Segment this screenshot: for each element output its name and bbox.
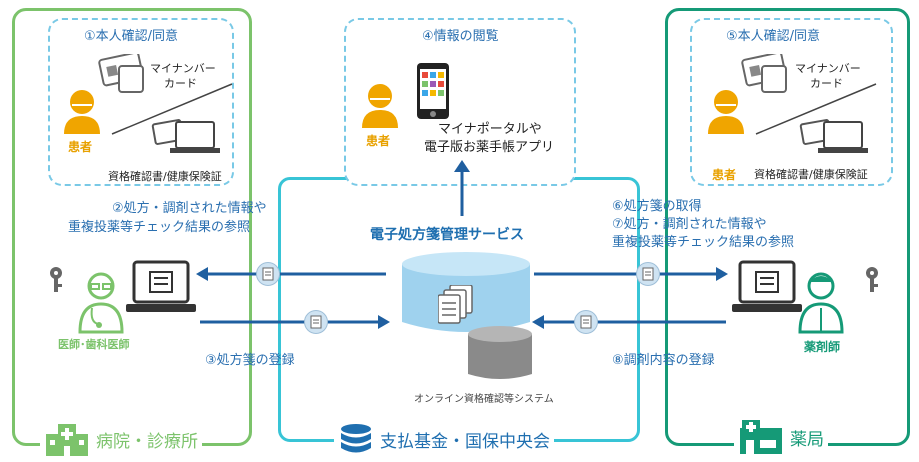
hospital-ref-line-2: 重複投薬等チェック結果の参照 — [68, 220, 251, 235]
card-label-1: マイナンバー — [150, 62, 216, 75]
document-icon — [256, 262, 280, 286]
person-icon — [362, 84, 398, 128]
pharmacy-register: ⑧調剤内容の登録 — [612, 353, 715, 368]
pharmacy-consent-title: ⑤本人確認/同意 — [726, 29, 821, 44]
card-label-1: マイナンバー — [795, 62, 861, 75]
database-icon — [402, 252, 532, 379]
pharmacist-icon — [798, 272, 844, 334]
doctor-label: 医師･歯科医師 — [58, 338, 130, 351]
hospital-consent-box: ①本人確認/同意 マイナンバー カード 患者 資格確認書/健康保険証 — [48, 18, 234, 186]
patient-label: 患者 — [68, 140, 93, 154]
laptop-icon — [799, 119, 868, 153]
patient-label: 患者 — [712, 168, 737, 182]
person-icon — [64, 90, 100, 134]
fund-name: 支払基金・国保中央会 — [380, 431, 550, 452]
pharmacy-icon — [740, 420, 782, 454]
viewer-title: ④情報の閲覧 — [422, 29, 499, 44]
doctor-icon — [78, 272, 124, 334]
document-icon — [304, 310, 328, 334]
pharmacist-label: 薬剤師 — [804, 340, 841, 354]
hospital-register: ③処方箋の登録 — [205, 353, 295, 368]
viewer-box: ④情報の閲覧 患者 マイナポータルや 電子版お薬手帳アプリ — [344, 18, 576, 186]
laptop-icon — [151, 119, 220, 153]
coins-icon — [341, 424, 371, 453]
smartphone-icon — [417, 63, 449, 119]
card-icon — [741, 54, 787, 93]
online-system-label: オンライン資格確認等システム — [414, 394, 554, 405]
key-icon — [866, 267, 878, 292]
hospital-footer: 病院・診療所 — [40, 422, 202, 456]
hospital-arrows — [196, 267, 390, 329]
person-icon — [708, 90, 744, 134]
pharmacy-arrows — [532, 267, 728, 329]
divider-line — [111, 83, 233, 135]
laptop-icon — [126, 260, 196, 312]
hospital-ref-line-1: ②処方・調剤された情報や — [112, 201, 267, 216]
up-arrow — [454, 160, 470, 216]
hospital-icon — [46, 424, 88, 456]
divider-line — [755, 83, 877, 135]
hospital-name: 病院・診療所 — [96, 431, 198, 452]
card-label-2: カード — [164, 77, 197, 90]
cert-label: 資格確認書/健康保険証 — [754, 168, 868, 181]
document-icon — [574, 310, 598, 334]
pharmacy-ref-line-2: 重複投薬等チェック結果の参照 — [612, 235, 795, 250]
hospital-consent-title: ①本人確認/同意 — [84, 29, 179, 44]
pharmacy-get: ⑥処方箋の取得 — [612, 199, 702, 214]
card-label-2: カード — [810, 77, 843, 90]
patient-label: 患者 — [366, 134, 391, 148]
pharmacy-ref-line-1: ⑦処方・調剤された情報や — [612, 217, 767, 232]
pharmacy-footer: 薬局 — [734, 420, 828, 454]
pharmacy-name: 薬局 — [790, 429, 824, 450]
fund-footer: 支払基金・国保中央会 — [334, 422, 554, 456]
laptop-icon — [732, 260, 802, 312]
document-icon — [438, 285, 473, 324]
app-line-1: マイナポータルや — [438, 122, 542, 137]
service-title: 電子処方箋管理サービス — [370, 227, 524, 243]
app-line-2: 電子版お薬手帳アプリ — [424, 140, 555, 155]
document-icon — [636, 262, 660, 286]
key-icon — [50, 267, 62, 292]
cert-label: 資格確認書/健康保険証 — [108, 170, 222, 183]
pharmacy-consent-box: ⑤本人確認/同意 マイナンバー カード 患者 資格確認書/健康保険証 — [690, 18, 893, 186]
card-icon — [98, 54, 144, 93]
